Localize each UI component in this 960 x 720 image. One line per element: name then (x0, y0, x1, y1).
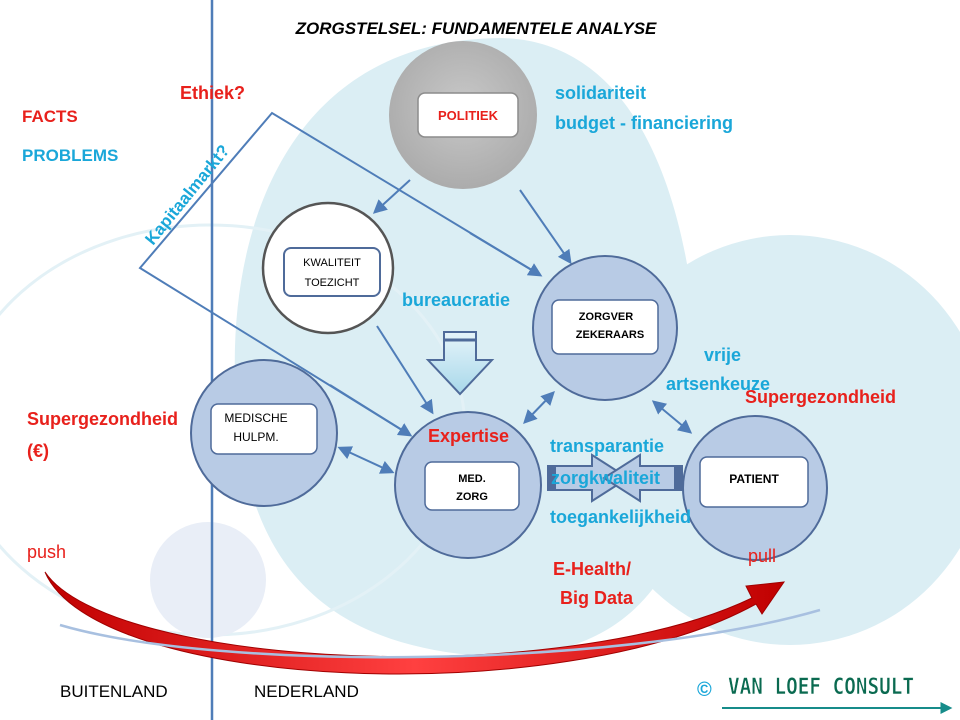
bureaucracy-down-arrow (425, 331, 495, 396)
free-choice-line1: vrije (704, 345, 741, 365)
super-health-left-line2: (€) (27, 441, 49, 461)
quality-box (283, 247, 381, 297)
medical-care-line1: MED. (458, 473, 486, 485)
arrow-medzorg-insurers (523, 390, 555, 425)
two-way-arrow-band (548, 466, 556, 490)
care-quality-label: zorgkwaliteit (551, 468, 660, 488)
region-netherlands: NEDERLAND (254, 682, 359, 701)
capital-market-arrow-insurers (469, 232, 543, 277)
expertise-label: Expertise (428, 426, 509, 446)
arrow-politics-quality (372, 179, 411, 214)
patient-label: PATIENT (729, 472, 779, 486)
medical-care-line2: ZORG (456, 491, 488, 503)
problems-label: PROBLEMS (22, 146, 118, 165)
region-abroad: BUITENLAND (60, 682, 168, 701)
super-health-right: Supergezondheid (745, 387, 896, 407)
ehealth-line2: Big Data (560, 588, 634, 608)
push-label: push (27, 542, 66, 562)
patient-box (699, 456, 809, 508)
capital-market-label: Kapitaalmarkt? (141, 141, 233, 248)
free-choice-line2: artsenkeuze (666, 374, 770, 394)
insurers-box (551, 299, 659, 355)
transparency-label: transparantie (550, 436, 664, 456)
facts-label: FACTS (22, 107, 78, 126)
quality-line2: TOEZICHT (305, 277, 360, 289)
copyright-symbol: © (697, 679, 712, 701)
arrow-insurers-patient (651, 400, 693, 434)
medical-care-box (424, 461, 520, 511)
insurers-line2: ZEKERAARS (576, 329, 644, 341)
medical-aids-line1: MEDISCHE (224, 411, 287, 425)
page-title: ZORGSTELSEL: FUNDAMENTELE ANALYSE (295, 19, 657, 38)
politics-budget: budget - financiering (555, 113, 733, 133)
accessibility-label: toegankelijkheid (550, 507, 691, 527)
bureaucracy-label: bureaucratie (402, 290, 510, 310)
pull-label: pull (748, 546, 776, 566)
capital-market-arrow-medzorg (329, 384, 413, 437)
ehealth-line1: E-Health/ (553, 559, 631, 579)
arrow-aids-medzorg (337, 446, 395, 474)
medical-aids-line2: HULPM. (233, 430, 278, 444)
arrow-quality-medzorg (376, 325, 434, 415)
super-health-left-line1: Supergezondheid (27, 409, 178, 429)
background-circle-small (150, 522, 266, 638)
capital-market-wedge (138, 111, 541, 436)
insurers-line1: ZORGVER (579, 311, 633, 323)
company-logo-text: VAN LOEF CONSULT (728, 675, 914, 700)
two-way-arrow-band-right (674, 466, 682, 490)
ethics-label: Ethiek? (180, 83, 245, 103)
politics-box (417, 92, 519, 138)
medical-aids-box (210, 403, 318, 455)
quality-line1: KWALITEIT (303, 257, 361, 269)
politics-solidarity: solidariteit (555, 83, 646, 103)
politics-label: POLITIEK (438, 108, 499, 123)
push-pull-arc (59, 608, 821, 659)
arrow-politics-insurers (519, 189, 572, 265)
